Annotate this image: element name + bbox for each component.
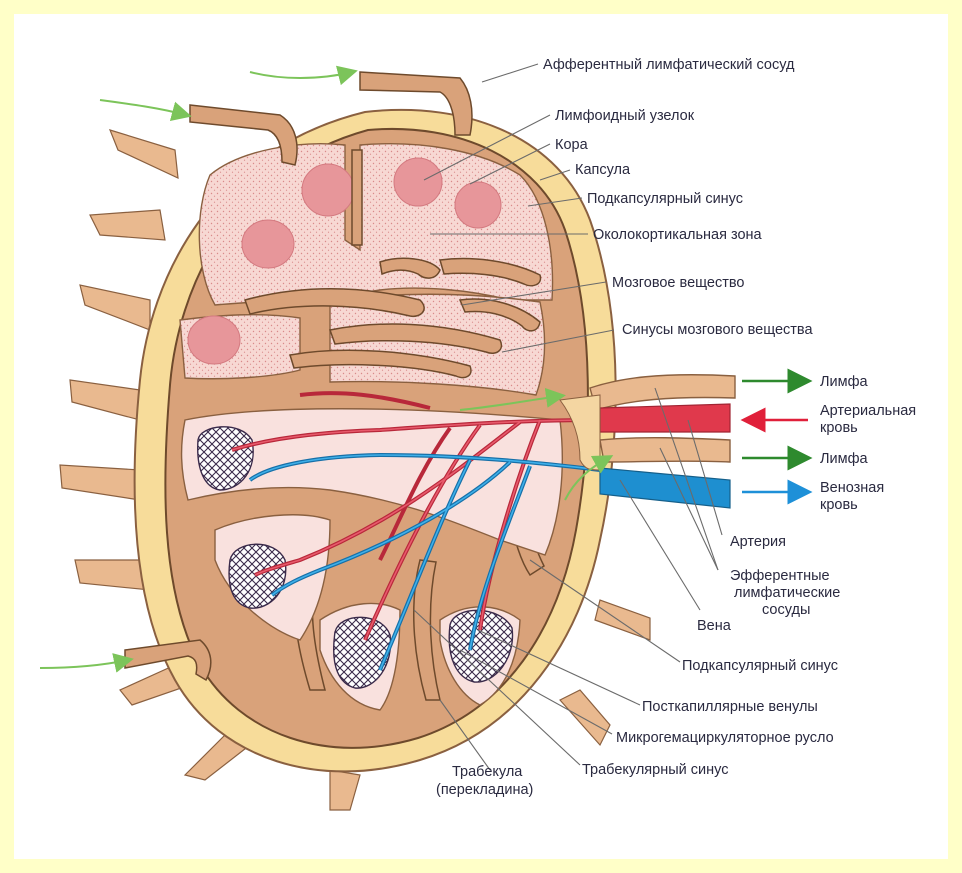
label-lymphoid-nodule: Лимфоидный узелок [555, 108, 695, 124]
label-efferent-2: лимфатические [734, 585, 840, 601]
label-arterial-blood-2: кровь [820, 420, 858, 436]
label-postcapillary-venules: Посткапиллярные венулы [642, 699, 818, 715]
label-microcirculation: Микрогемациркуляторное русло [616, 730, 834, 746]
vein-hilum [600, 468, 730, 508]
label-arterial-blood-1: Артериальная [820, 403, 916, 419]
label-venous-blood-1: Венозная [820, 480, 884, 496]
label-trabecular-sinus: Трабекулярный синус [582, 762, 728, 778]
legend-arrows [742, 381, 808, 492]
label-trabecula-1: Трабекула [452, 764, 523, 780]
label-trabecula-2: (перекладина) [436, 782, 533, 798]
label-cortex: Кора [555, 137, 589, 153]
label-paracortex: Околокортикальная зона [593, 227, 763, 243]
label-subcapsular-sinus-top: Подкапсулярный синус [587, 191, 743, 207]
label-artery: Артерия [730, 534, 786, 550]
label-afferent-vessel: Афферентный лимфатический сосуд [543, 57, 795, 73]
label-efferent-3: сосуды [762, 602, 810, 618]
label-subcapsular-sinus-bottom: Подкапсулярный синус [682, 658, 838, 674]
label-lymph-1: Лимфа [820, 374, 869, 390]
label-efferent-1: Эфферентные [730, 568, 830, 584]
label-venous-blood-2: кровь [820, 497, 858, 513]
label-vein: Вена [697, 618, 732, 634]
label-capsule: Капсула [575, 162, 631, 178]
label-medullary-sinuses: Синусы мозгового вещества [622, 322, 813, 338]
label-medulla: Мозговое вещество [612, 275, 744, 291]
label-lymph-2: Лимфа [820, 451, 869, 467]
